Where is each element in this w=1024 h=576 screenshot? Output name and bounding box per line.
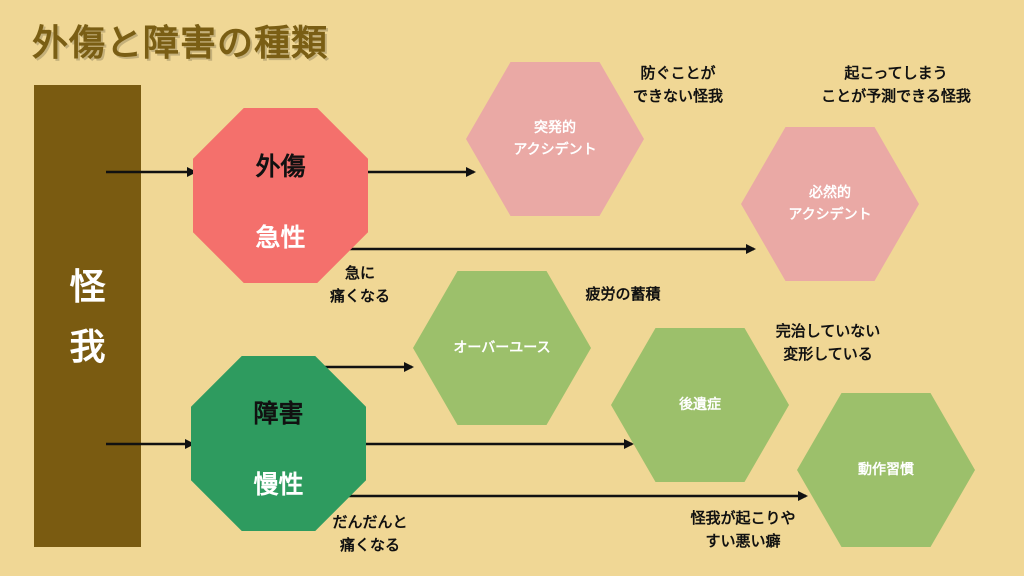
- disorder-octagon: [191, 356, 366, 531]
- sudden-note-line2: できない怪我: [632, 87, 723, 106]
- sudden-accident-hexagon: 突発的 アクシデント: [466, 62, 644, 216]
- movement-habit-note: 怪我が起こりや すい悪い癖: [668, 507, 818, 554]
- trauma-name: 外傷: [255, 152, 306, 181]
- inevitable-note-line1: 起こってしまう: [844, 64, 948, 82]
- sudden-accident-line2: アクシデント: [513, 142, 597, 158]
- overuse-label: オーバーユース: [453, 339, 551, 356]
- sudden-accident-note: 防ぐことが できない怪我: [618, 62, 738, 109]
- category-bar: [34, 85, 141, 547]
- disorder-note-line1: だんだんと: [332, 513, 408, 531]
- inevitable-accident-note: 起こってしまう ことが予測できる怪我: [788, 62, 1004, 109]
- disorder-note: だんだんと 痛くなる: [318, 511, 422, 558]
- habit-note-line2: すい悪い癖: [705, 532, 781, 551]
- category-label-1: 怪: [69, 267, 106, 308]
- page-title: 外傷と障害の種類: [32, 23, 329, 64]
- inevitable-note-line2: ことが予測できる怪我: [821, 87, 971, 106]
- trauma-note-line1: 急に: [344, 264, 375, 282]
- movement-habit-label: 動作習慣: [858, 461, 914, 478]
- sequela-hexagon: 後遺症: [611, 328, 789, 482]
- sequela-label: 後遺症: [679, 396, 721, 413]
- sudden-accident-line1: 突発的: [534, 119, 576, 136]
- disorder-name: 障害: [253, 399, 304, 428]
- category-label-2: 我: [69, 327, 106, 368]
- sequela-note-line1: 完治していない: [775, 322, 881, 340]
- movement-habit-hexagon: 動作習慣: [797, 393, 975, 547]
- trauma-octagon: [193, 108, 368, 283]
- inevitable-accident-line2: アクシデント: [788, 207, 872, 223]
- trauma-note-line2: 痛くなる: [329, 287, 390, 306]
- overuse-note: 疲労の蓄積: [585, 285, 661, 303]
- habit-note-line1: 怪我が起こりや: [690, 509, 796, 527]
- sudden-note-line1: 防ぐことが: [640, 64, 716, 82]
- sequela-note: 完治していない 変形している: [758, 320, 898, 367]
- trauma-type: 急性: [255, 223, 306, 252]
- disorder-note-line2: 痛くなる: [339, 536, 400, 555]
- sequela-note-line2: 変形している: [783, 345, 873, 364]
- inevitable-accident-hexagon: 必然的 アクシデント: [741, 127, 919, 281]
- disorder-type: 慢性: [253, 470, 304, 499]
- inevitable-accident-line1: 必然的: [809, 184, 851, 201]
- trauma-note: 急に 痛くなる: [312, 262, 408, 309]
